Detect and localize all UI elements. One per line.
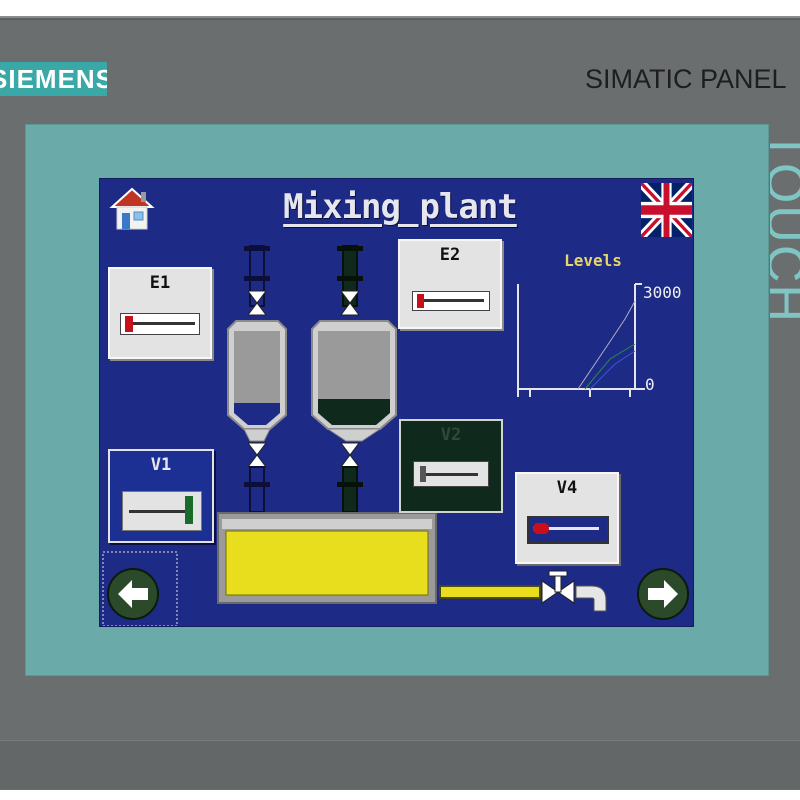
brand-logo: SIEMENS <box>0 62 107 96</box>
mixer-tank <box>217 512 437 604</box>
v1-slider <box>122 491 202 531</box>
e1-button[interactable]: E1 <box>108 267 212 359</box>
e1-slider <box>120 313 200 335</box>
v2-slider <box>413 461 489 487</box>
levels-series-2 <box>584 343 636 390</box>
uk-flag-icon[interactable] <box>641 183 692 237</box>
selection-outline <box>102 551 178 626</box>
v4-slider <box>527 516 609 544</box>
home-icon[interactable] <box>108 183 156 233</box>
arrow-left-icon[interactable] <box>106 567 160 621</box>
tank-2 <box>311 320 397 442</box>
tank-1 <box>227 320 287 442</box>
valve-out-2 <box>340 442 360 456</box>
plant-diagram <box>102 245 645 626</box>
levels-axis-min: 0 <box>645 375 655 394</box>
valve-out-1 <box>247 442 267 456</box>
product-name: SIMATIC PANEL <box>585 64 787 94</box>
v4-label: V4 <box>556 478 578 498</box>
e2-button[interactable]: E2 <box>398 239 502 329</box>
device-bezel-bottom <box>0 740 800 789</box>
page-title: Mixing plant <box>283 187 518 227</box>
outlet-valve <box>541 570 575 604</box>
outlet-pipe <box>439 585 541 599</box>
hmi-screen: Mixing plant <box>99 178 694 627</box>
touch-label: TOUCH <box>770 130 800 324</box>
e1-label: E1 <box>149 273 171 293</box>
levels-axis-max: 3000 <box>643 283 682 302</box>
outlet-elbow <box>575 585 607 612</box>
v2-label: V2 <box>440 425 462 445</box>
valve-in-1 <box>247 290 267 304</box>
arrow-right-icon[interactable] <box>636 567 690 621</box>
e2-slider <box>412 291 490 311</box>
e2-label: E2 <box>439 245 461 265</box>
levels-chart <box>517 283 645 397</box>
v1-button[interactable]: V1 <box>108 449 214 543</box>
levels-chart-title: Levels <box>564 251 622 270</box>
v2-button[interactable]: V2 <box>399 419 503 513</box>
v1-label: V1 <box>150 455 172 475</box>
levels-series-1 <box>577 300 636 390</box>
valve-in-2 <box>340 290 360 304</box>
v4-button[interactable]: V4 <box>515 472 619 564</box>
levels-series-3 <box>589 350 636 390</box>
